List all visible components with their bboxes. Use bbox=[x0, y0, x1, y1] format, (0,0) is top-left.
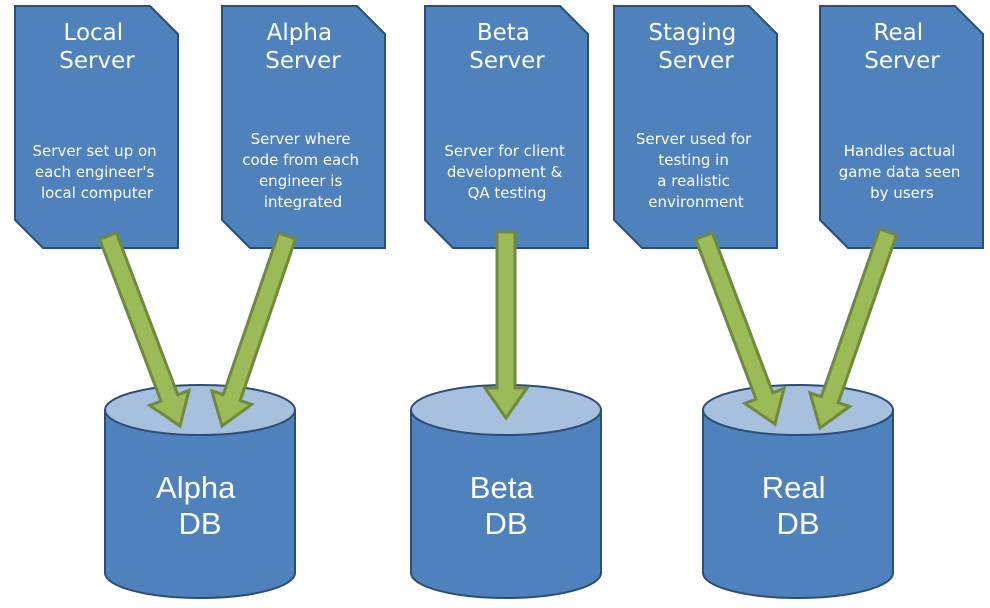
server-local-desc-line-1: Server set up on bbox=[33, 142, 157, 160]
svg-text:Real Server: Real Server bbox=[864, 20, 940, 74]
server-beta-desc-line-1: Server for client bbox=[444, 142, 565, 160]
database-real-label-line-1: Real bbox=[762, 470, 826, 505]
server-local-desc-line-3: local computer bbox=[41, 184, 154, 202]
svg-text:Server used for testing: Server used for testing in a realistic e… bbox=[636, 130, 756, 211]
database-real-top bbox=[702, 384, 894, 436]
server-beta-title-line-1: Beta bbox=[477, 20, 530, 46]
server-staging-desc-line-1: Server used for bbox=[636, 130, 752, 148]
database-alpha-top bbox=[104, 384, 296, 436]
database-real-label-line-2: DB bbox=[776, 506, 819, 541]
server-real-desc-line-1: Handles actual bbox=[844, 142, 956, 160]
svg-text:Server where code from e: Server where code from each engineer is … bbox=[242, 130, 364, 211]
arrow-staging-to-real-db bbox=[693, 230, 787, 427]
database-alpha-label-line-2: DB bbox=[178, 506, 221, 541]
server-real-shape bbox=[819, 5, 984, 249]
server-beta: Beta Server Server for client developmen… bbox=[424, 5, 589, 249]
arrows-layer bbox=[97, 227, 899, 431]
database-alpha-label-line-1: Alpha bbox=[156, 470, 236, 505]
svg-text:Real DB: Real DB bbox=[762, 470, 834, 541]
server-alpha-shape bbox=[221, 5, 386, 249]
server-staging-desc-line-3: a realistic bbox=[657, 172, 730, 190]
server-real-desc-line-2: game data seen bbox=[839, 163, 961, 181]
server-local-shape bbox=[14, 5, 179, 249]
svg-text:Server set up on each en: Server set up on each engineer's local c… bbox=[33, 142, 162, 202]
server-real-desc-line-3: by users bbox=[870, 184, 934, 202]
svg-text:Beta Server: Beta Server bbox=[469, 20, 545, 74]
server-alpha: Alpha Server Server where code from each… bbox=[221, 5, 386, 249]
svg-text:Server for client develo: Server for client development & QA testi… bbox=[444, 142, 569, 202]
arrow-local-to-alpha-db bbox=[97, 230, 192, 429]
server-real-title-line-1: Real bbox=[874, 20, 924, 46]
server-staging: Staging Server Server used for testing i… bbox=[613, 5, 778, 249]
svg-text:Handles actual game data: Handles actual game data seen by users bbox=[839, 142, 965, 202]
server-local-title-line-2: Server bbox=[59, 48, 135, 74]
server-staging-desc-line-4: environment bbox=[648, 193, 744, 211]
server-beta-desc-line-3: QA testing bbox=[468, 184, 547, 202]
server-staging-desc-line-2: testing in bbox=[658, 151, 728, 169]
svg-text:Staging Server: Staging Server bbox=[648, 20, 743, 74]
server-alpha-desc-line-3: engineer is bbox=[259, 172, 342, 190]
database-alpha-body bbox=[104, 409, 296, 599]
server-real: Real Server Handles actual game data see… bbox=[819, 5, 984, 249]
server-staging-shape bbox=[613, 5, 778, 249]
server-staging-title-line-2: Server bbox=[658, 48, 734, 74]
server-alpha-desc-line-2: code from each bbox=[242, 151, 359, 169]
server-alpha-desc-line-1: Server where bbox=[251, 130, 351, 148]
database-alpha: Alpha DB bbox=[104, 384, 296, 599]
server-alpha-title-line-1: Alpha bbox=[267, 20, 332, 46]
database-beta-body bbox=[410, 409, 602, 599]
arrow-beta-to-beta-db bbox=[482, 230, 530, 421]
database-beta-label-line-2: DB bbox=[484, 506, 527, 541]
server-staging-title-line-1: Staging bbox=[648, 20, 736, 46]
database-real: Real DB bbox=[702, 384, 894, 599]
server-alpha-title-line-2: Server bbox=[265, 48, 341, 74]
arrow-alpha-to-alpha-db bbox=[209, 231, 298, 429]
server-local: Local Server Server set up on each engin… bbox=[14, 5, 179, 249]
database-real-body bbox=[702, 409, 894, 599]
arrow-real-to-real-db bbox=[807, 227, 899, 431]
svg-text:Alpha DB: Alpha DB bbox=[156, 470, 244, 541]
svg-text:Alpha Server: Alpha Server bbox=[265, 20, 341, 74]
server-beta-desc-line-2: development & bbox=[447, 163, 563, 181]
server-local-desc-line-2: each engineer's bbox=[35, 163, 155, 181]
server-real-title-line-2: Server bbox=[864, 48, 940, 74]
server-beta-shape bbox=[424, 5, 589, 249]
server-beta-title-line-2: Server bbox=[469, 48, 545, 74]
database-beta-label-line-1: Beta bbox=[470, 470, 535, 505]
svg-text:Beta DB: Beta DB bbox=[470, 470, 542, 541]
server-alpha-desc-line-4: integrated bbox=[264, 193, 342, 211]
server-local-title-line-1: Local bbox=[64, 20, 124, 46]
svg-text:Local Server: Local Server bbox=[59, 20, 135, 74]
